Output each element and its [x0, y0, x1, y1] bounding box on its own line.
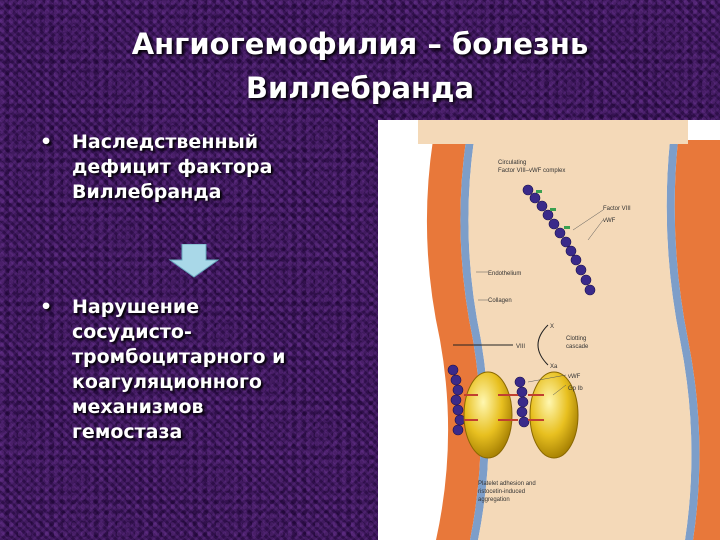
collagen-layer-right	[666, 140, 700, 540]
vessel-wall-left	[426, 140, 481, 540]
bullet-1-line-2: дефицит фактора	[72, 156, 273, 178]
label-collagen: Collagen	[488, 298, 512, 304]
vessel-lumen	[468, 140, 692, 540]
bullet-list: • Наследственный дефицит фактора Виллебр…	[40, 130, 370, 445]
bullet-marker: •	[40, 131, 53, 153]
platelet-1	[463, 371, 513, 459]
label-viii: VIII	[516, 344, 525, 350]
label-vwf-top: vWF	[603, 218, 616, 224]
label-circulating: Circulating	[498, 160, 526, 166]
label-clotting: Clotting	[566, 336, 586, 342]
factor-viii-markers	[536, 190, 570, 229]
vessel-top	[418, 120, 688, 144]
label-complex: Factor VIII–vWF complex	[498, 168, 565, 174]
vessel-diagram: Circulating Factor VIII–vWF complex Fact…	[378, 120, 720, 540]
leader-lines	[476, 209, 604, 396]
title-line-1: Ангиогемофилия – болезнь	[131, 27, 589, 61]
label-vwf-mid: vWF	[568, 374, 581, 380]
label-xa: Xa	[550, 364, 558, 370]
bullet-2-line-3: тромбоцитарного и	[72, 346, 286, 368]
bullet-2-line-1: Нарушение	[72, 296, 200, 318]
vwf-multimer-circulating	[522, 184, 596, 296]
label-cascade: cascade	[566, 344, 589, 350]
caption-line-1: Platelet adhesion and	[478, 481, 536, 487]
bullet-1-line-3: Виллебранда	[72, 181, 222, 203]
vessel-diagram-svg: Circulating Factor VIII–vWF complex Fact…	[418, 120, 720, 540]
gpib-receptors	[464, 394, 544, 421]
slide-title: Ангиогемофилия – болезнь Виллебранда	[60, 22, 660, 110]
down-arrow-icon	[168, 244, 220, 278]
bullet-2-line-6: гемостаза	[72, 421, 183, 443]
caption-line-3: aggregation	[478, 497, 510, 503]
bullet-item-1: • Наследственный дефицит фактора Виллебр…	[40, 130, 370, 205]
label-endothelium: Endothelium	[488, 271, 521, 277]
label-factor-viii: Factor VIII	[603, 206, 631, 212]
caption-line-2: ristocetin-induced	[478, 489, 525, 495]
bullet-2-line-4: коагуляционного	[72, 371, 262, 393]
bullet-2-line-5: механизмов	[72, 396, 204, 418]
bullet-1-line-1: Наследственный	[72, 131, 259, 153]
label-gpib: Gp Ib	[568, 386, 583, 392]
vwf-multimer-attached	[447, 364, 530, 436]
bullet-item-2: • Нарушение сосудисто- тромбоцитарного и…	[40, 295, 370, 445]
platelet-2	[529, 371, 579, 459]
vessel-wall-right	[674, 140, 720, 540]
bullet-2-line-2: сосудисто-	[72, 321, 192, 343]
title-line-2: Виллебранда	[245, 71, 475, 105]
label-x: X	[550, 324, 554, 330]
bullet-marker: •	[40, 296, 53, 318]
clotting-cascade-arrow	[537, 324, 549, 366]
